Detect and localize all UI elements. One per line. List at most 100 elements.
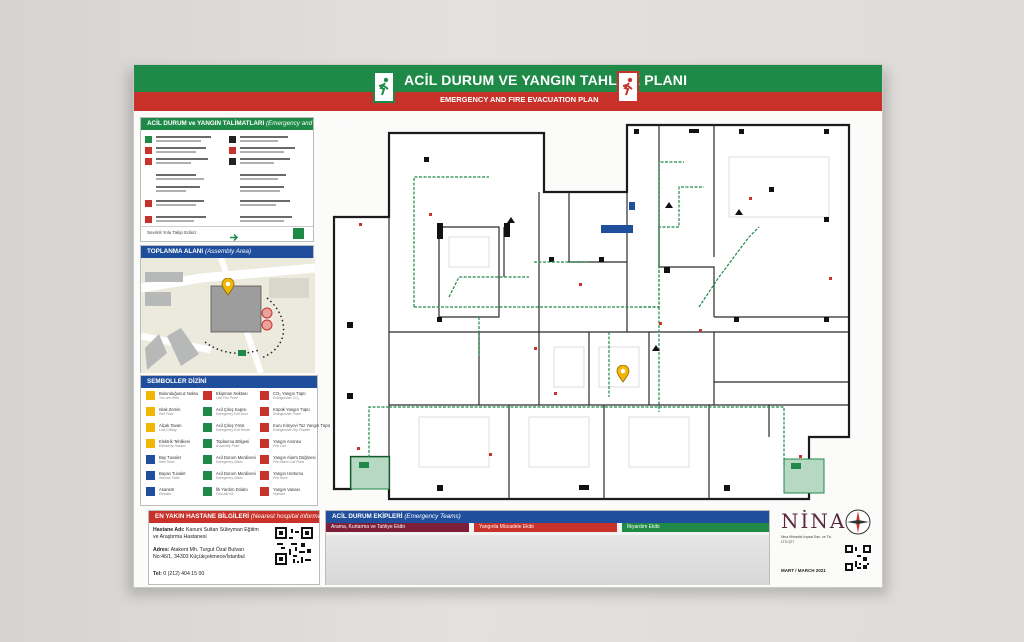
emergency-teams-panel: ACİL DURUM EKİPLERİ (Emergency Teams) Ar…: [325, 510, 770, 585]
team-search-rescue: Arama, Kurtarma ve Tahliye Ekibi: [326, 523, 469, 532]
symbol-label-en: Unit Fire Point: [216, 396, 238, 400]
running-man-fire-exit-icon: [617, 71, 639, 103]
symbol-label: Yangın Hortumu: [273, 471, 304, 476]
symbol-swatch-icon: [260, 487, 269, 496]
symbol-swatch-icon: [146, 391, 155, 400]
symbol-swatch-icon: [146, 487, 155, 496]
symbol-label-en: Emergency Stairs: [216, 460, 243, 464]
symbol-label: Islak Zemin: [159, 407, 181, 412]
teams-title: ACİL DURUM EKİPLERİ (Emergency Teams): [326, 511, 769, 523]
symbol-label-en: Wet Floor: [159, 412, 174, 416]
symbol-swatch-icon: [146, 455, 155, 464]
symbol-label-en: Extinguisher Foam: [273, 412, 302, 416]
symbol-label-en: Elevator: [159, 492, 172, 496]
hospital-qr-code[interactable]: [275, 527, 313, 565]
brand-panel: NİNA Nina Mimarlık İnşaat San. ve Tic. L…: [775, 505, 875, 585]
brand-date: MART / MARCH 2021: [781, 568, 826, 573]
symbol-swatch-icon: [203, 439, 212, 448]
assembly-title: TOPLANMA ALANI (Assembly Area): [141, 246, 313, 258]
symbol-label: Elektrik Tehlikesi: [159, 439, 190, 444]
hospital-title: EN YAKIN HASTANE BİLGİLERİ (Nearest hosp…: [149, 511, 333, 523]
symbol-label: Acil Çıkış Yönü: [216, 423, 245, 428]
symbol-label: Ekipman Noktası: [216, 391, 248, 396]
assembly-map: [140, 257, 316, 374]
team-names-sleeve[interactable]: [326, 535, 769, 585]
symbol-label-en: Emergency Exit Route: [216, 428, 250, 432]
you-are-here-marker-icon: [221, 277, 235, 301]
plan-subtitle: EMERGENCY AND FIRE EVACUATION PLAN: [440, 95, 599, 104]
symbol-label: Kuru Kimyevi Toz Yangın Tüpü: [273, 423, 330, 428]
symbol-swatch-icon: [203, 391, 212, 400]
symbol-swatch-icon: [260, 471, 269, 480]
symbol-label: Acil Çıkış Kapısı: [216, 407, 247, 412]
instructions-column-right: [229, 134, 311, 226]
symbol-label: İlk Yardım Dolabı: [216, 487, 248, 492]
hospital-name: Hastane Adı: Kanuni Sultan Süleyman Eğit…: [153, 527, 259, 540]
symbol-label-en: Hydrant: [273, 492, 285, 496]
symbol-label: Bayan Tuvalet: [159, 471, 186, 476]
assembly-area-panel: TOPLANMA ALANI (Assembly Area): [140, 245, 316, 374]
symbol-swatch-icon: [260, 423, 269, 432]
plan-title: ACİL DURUM VE YANGIN TAHLİYE PLANI: [404, 72, 688, 88]
symbol-label: Köpük Yangın Tüpü: [273, 407, 310, 412]
hospital-panel: EN YAKIN HASTANE BİLGİLERİ (Nearest hosp…: [148, 510, 333, 585]
symbol-label: CO₂ Yangın Tüpü: [273, 391, 306, 396]
symbol-label: Yangın Vanası: [273, 487, 300, 492]
symbol-swatch-icon: [260, 439, 269, 448]
brand-logo: NİNA: [781, 509, 847, 533]
symbol-swatch-icon: [260, 391, 269, 400]
symbol-label-en: Fire Hose: [273, 476, 288, 480]
instructions-divider: [141, 226, 313, 227]
brand-qr-code[interactable]: [845, 545, 871, 571]
instructions-footer: Sevimli Yolu Takip Ediniz: [147, 230, 197, 235]
symbol-label-en: Extinguisher Dry Powder: [273, 428, 311, 432]
symbol-swatch-icon: [260, 407, 269, 416]
symbol-label-en: Emergency Exit Door: [216, 412, 249, 416]
symbol-swatch-icon: [260, 455, 269, 464]
compass-icon: [845, 509, 871, 535]
symbol-swatch-icon: [203, 455, 212, 464]
hospital-address: Adres: Atakent Mh. Turgut Özal Bulvarı N…: [153, 547, 245, 560]
symbol-swatch-icon: [146, 471, 155, 480]
symbol-label: Yangın Anonsu: [273, 439, 302, 444]
symbol-label: Asansör: [159, 487, 175, 492]
header-green-band: [134, 65, 882, 92]
hospital-phone: Tel: 0 (212) 404 15 00: [153, 571, 205, 577]
symbol-label-en: You are Here: [159, 396, 179, 400]
you-are-here-marker-icon: [616, 364, 630, 388]
team-first-aid: İlkyardım Ekibi: [622, 523, 769, 532]
symbol-swatch-icon: [203, 423, 212, 432]
evacuation-plan-board: ACİL DURUM VE YANGIN TAHLİYE PLANI EMERG…: [133, 64, 883, 588]
symbol-label: Bulunduğunuz Nokta: [159, 391, 198, 396]
brand-company: Nina Mimarlık İnşaat San. ve Tic. LTD.ŞT…: [781, 535, 833, 544]
symbol-label-en: Assembly Point: [216, 444, 240, 448]
running-man-exit-icon: [373, 71, 395, 103]
symbol-swatch-icon: [203, 407, 212, 416]
symbol-label-en: Woman Toilet: [159, 476, 180, 480]
symbol-label-en: Extinguisher CO₂: [273, 396, 299, 400]
symbol-label-en: Fire Call: [273, 444, 286, 448]
symbol-label: Alçak Tavan: [159, 423, 182, 428]
instructions-panel: ACİL DURUM ve YANGIN TALİMATLARI (Emerge…: [140, 117, 358, 242]
symbol-swatch-icon: [203, 487, 212, 496]
exit-sign-icon: [293, 228, 304, 239]
symbol-label: Toplanma Bölgesi: [216, 439, 250, 444]
